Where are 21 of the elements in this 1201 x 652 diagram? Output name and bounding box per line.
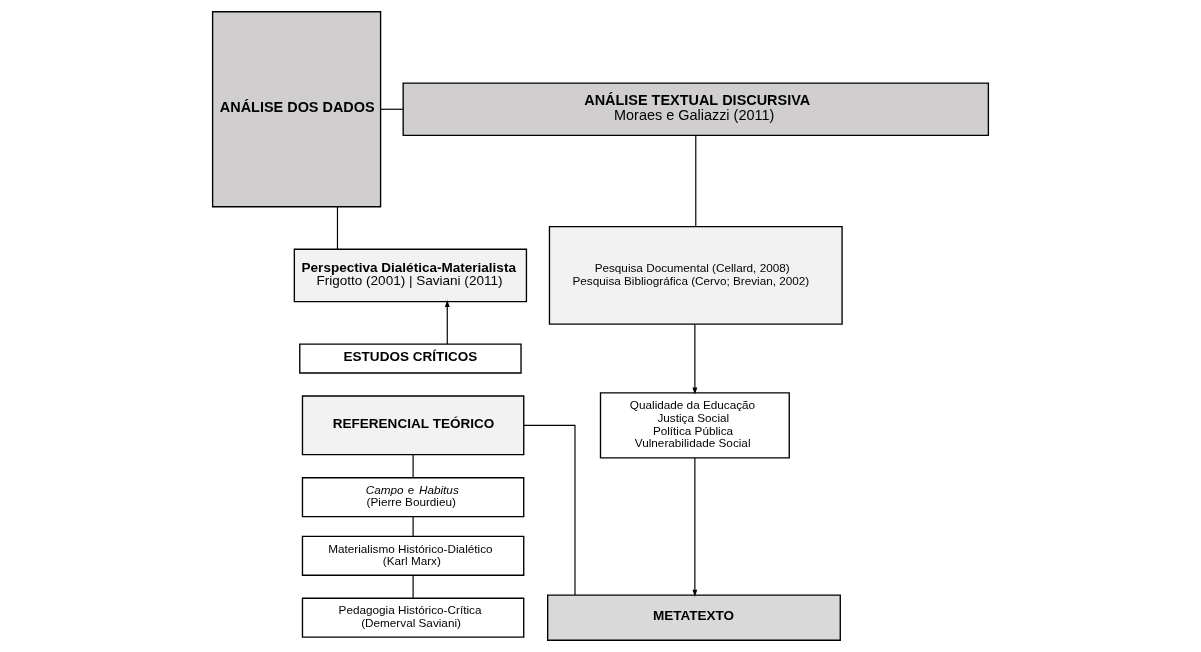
node-box: Pedagogia Histórico-Crítica (Demerval Saviani) [301,597,525,638]
arrow [692,457,698,597]
node-box: Perspectiva Dialética-Materialista Frigotto (2001) | Saviani (2011) [293,248,528,303]
node-box: Campo e Habitus (Pierre Bourdieu) [301,477,525,518]
node-box: METATEXTO [547,594,841,641]
connector [380,108,404,110]
connector [695,135,697,228]
connector [412,574,414,599]
node-box: Pesquisa Documental (Cellard, 2008) Pesquisa Bibliográfica (Cervo; Brevian, 2002) [548,226,843,325]
node-box: ANÁLISE DOS DADOS [211,11,382,208]
node-box: ESTUDOS CRÍTICOS [299,343,522,374]
connector [523,424,576,596]
node-box: Materialismo Histórico-Dialético (Karl Marx) [301,535,525,576]
connector [336,206,339,250]
node-box: ANÁLISE TEXTUAL DISCURSIVA Moraes e Galiazzi (2011) [402,82,990,137]
node-box: Qualidade da Educação Justiça Social Política Pública Vulnerabilidade Social [599,392,790,459]
connector [412,516,414,537]
arrow [692,323,698,395]
node-box: REFERENCIAL TEÓRICO [301,395,525,456]
connector [412,454,414,478]
arrow [444,300,450,345]
